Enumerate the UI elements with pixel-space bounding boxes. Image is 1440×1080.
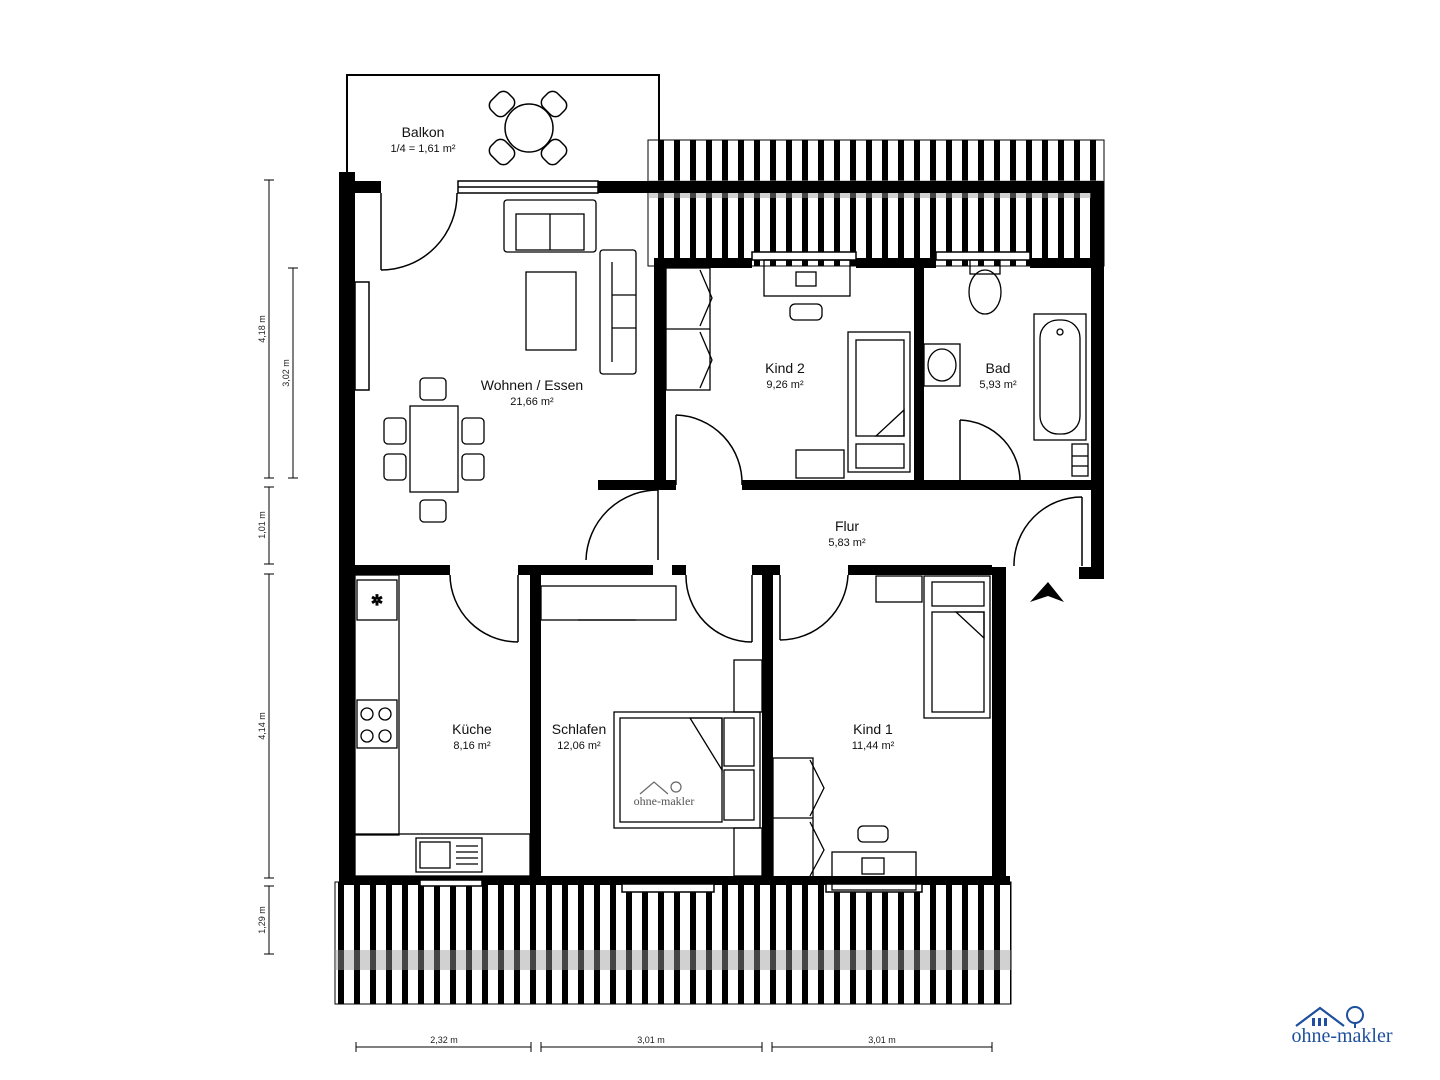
window-kind1 bbox=[825, 883, 923, 893]
sofa-icon bbox=[503, 199, 637, 375]
balcony-table-icon bbox=[488, 90, 568, 166]
dim-bottom-1: 2,32 m bbox=[430, 1035, 458, 1045]
ohne-makler-logo: ohne-makler bbox=[1291, 1006, 1393, 1047]
roof-slope-top bbox=[647, 139, 1105, 267]
room-area-balkon: 1/4 = 1,61 m² bbox=[390, 143, 455, 155]
dim-left-1: 4,18 m bbox=[257, 315, 267, 343]
room-area-bad: 5,93 m² bbox=[979, 379, 1017, 391]
window-kind2 bbox=[751, 251, 857, 261]
roof-slope-bottom bbox=[334, 881, 1012, 1005]
balcony bbox=[346, 74, 660, 172]
dim-bottom-3: 3,01 m bbox=[868, 1035, 896, 1045]
dim-left-2: 1,01 m bbox=[257, 511, 267, 539]
room-area-kind1: 11,44 m² bbox=[852, 740, 895, 752]
room-name-schlafen: Schlafen bbox=[552, 721, 606, 737]
window-living-left bbox=[354, 281, 370, 391]
window-living bbox=[457, 180, 599, 194]
room-name-bad: Bad bbox=[986, 360, 1011, 376]
coffee-table-icon bbox=[525, 271, 577, 351]
svg-text:✲: ✲ bbox=[371, 592, 383, 608]
kind2-furniture bbox=[665, 259, 911, 479]
window-schlafen bbox=[621, 883, 715, 893]
room-area-kind2: 9,26 m² bbox=[766, 379, 804, 391]
dim-left-inner: 3,02 m bbox=[281, 359, 291, 387]
kind1-furniture bbox=[772, 575, 991, 891]
logo-text: ohne-makler bbox=[1291, 1025, 1392, 1047]
schlafen-furniture bbox=[540, 585, 763, 877]
dining-table-icon bbox=[383, 377, 485, 523]
window-kueche bbox=[419, 879, 483, 887]
dim-bottom-2: 3,01 m bbox=[637, 1035, 665, 1045]
bad-furniture bbox=[923, 259, 1089, 477]
dim-left-3: 4,14 m bbox=[257, 712, 267, 740]
watermark-text: ohne-makler bbox=[634, 794, 695, 808]
room-name-kueche: Küche bbox=[452, 721, 492, 737]
dimension-lines bbox=[264, 179, 993, 1052]
room-name-flur: Flur bbox=[835, 518, 859, 534]
watermark: ohne-makler bbox=[634, 781, 695, 808]
outer-walls bbox=[339, 172, 1104, 885]
room-name-kind2: Kind 2 bbox=[765, 360, 805, 376]
entrance-arrow-icon bbox=[1030, 582, 1064, 602]
kueche-furniture: ✲ bbox=[354, 574, 531, 877]
room-name-wohnen: Wohnen / Essen bbox=[481, 377, 583, 393]
dim-left-4: 1,29 m bbox=[257, 906, 267, 934]
room-area-wohnen: 21,66 m² bbox=[510, 396, 554, 408]
window-bad bbox=[935, 251, 1031, 261]
room-area-kueche: 8,16 m² bbox=[453, 740, 491, 752]
doors bbox=[380, 192, 1083, 643]
room-area-schlafen: 12,06 m² bbox=[557, 740, 601, 752]
room-area-flur: 5,83 m² bbox=[828, 537, 866, 549]
room-name-kind1: Kind 1 bbox=[853, 721, 893, 737]
interior-walls bbox=[345, 258, 1091, 885]
room-name-balkon: Balkon bbox=[402, 124, 445, 140]
